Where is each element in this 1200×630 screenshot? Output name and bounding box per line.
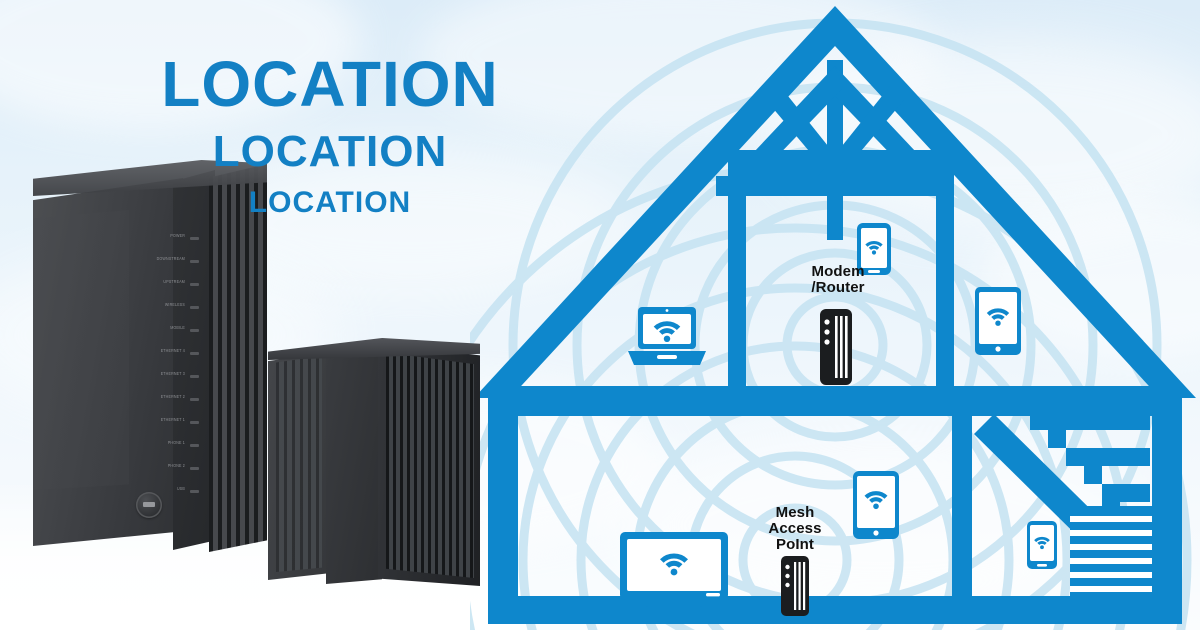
mesh-access-point-label: Mesh Access PoInt [732, 504, 858, 554]
stair-treads [1070, 516, 1152, 592]
led-label: ETHERNET 2 [160, 394, 185, 400]
led-row: UPSTREAM [137, 279, 211, 290]
led-label: PHONE 2 [167, 463, 185, 469]
led-label: ETHERNET 3 [160, 371, 185, 377]
phone-wifi-icon [856, 222, 892, 281]
led-row: WIRELESS [137, 302, 211, 313]
cable-modem-router-photo: POWER DOWNSTREAM UPSTREAM WIRELESS MOBIL… [33, 160, 267, 560]
led-label: PHONE 1 [167, 440, 185, 446]
headline-line-3: LOCATION [248, 186, 412, 219]
led-row: ETHERNET 2 [137, 394, 211, 405]
mesh-label-line-3: PoInt [776, 536, 814, 554]
mesh-access-point-photo [268, 338, 480, 588]
led-row: USB [137, 486, 211, 497]
modem-front-strip [173, 170, 215, 550]
led-label: DOWNSTREAM [156, 256, 185, 262]
led-label: UPSTREAM [163, 279, 185, 285]
led-dot [190, 375, 199, 378]
router-device-icon [818, 308, 854, 391]
led-row: POWER [137, 233, 211, 244]
tablet-wifi-icon [974, 286, 1022, 361]
modem-vent-fins [209, 164, 267, 552]
led-dot [190, 421, 199, 424]
wps-button[interactable] [136, 492, 162, 518]
staircase-icon [974, 414, 1152, 598]
headline-line-2: LOCATION [212, 127, 448, 176]
tv-wifi-icon [618, 530, 730, 615]
led-row: PHONE 2 [137, 463, 211, 474]
mesh-label-line-1: Mesh [775, 504, 815, 521]
headline-block: LOCATION LOCATION LOCATION [0, 52, 660, 218]
modem-router-label-line-2: /Router [811, 279, 865, 297]
phone-wifi-icon [1026, 520, 1058, 575]
led-label: WIRELESS [164, 302, 185, 308]
small-modem-reflection [268, 588, 480, 630]
led-row: PHONE 1 [137, 440, 211, 451]
led-dot [190, 444, 199, 447]
led-label: MOBILE [170, 325, 185, 331]
led-dot [190, 237, 199, 240]
led-dot [190, 467, 199, 470]
led-label: POWER [170, 233, 185, 239]
router-device-icon [780, 555, 810, 622]
led-dot [190, 329, 199, 332]
ap-mid-face [326, 344, 382, 584]
led-row: ETHERNET 4 [137, 348, 211, 359]
led-row: ETHERNET 3 [137, 371, 211, 382]
led-dot [190, 260, 199, 263]
tablet-wifi-icon [852, 470, 900, 545]
led-label: ETHERNET 4 [160, 348, 185, 354]
modem-router-label: Modem /Router [768, 263, 908, 297]
led-row: ETHERNET 1 [137, 417, 211, 428]
big-modem-reflection [33, 560, 265, 630]
led-label: USB [177, 486, 185, 492]
headline-line-1: LOCATION [161, 48, 499, 120]
led-row: DOWNSTREAM [137, 256, 211, 267]
modem-router-label-line-1: Modem [811, 263, 865, 280]
led-row: MOBILE [137, 325, 211, 336]
house-cutaway-diagram: Modem /Router [470, 0, 1200, 630]
led-dot [190, 283, 199, 286]
laptop-wifi-icon [626, 305, 708, 376]
ap-left-vent-fins [276, 356, 322, 572]
led-dot [190, 490, 199, 493]
house-outline [474, 6, 1196, 624]
modem-side-panel [33, 210, 129, 490]
led-dot [190, 398, 199, 401]
led-dot [190, 352, 199, 355]
led-label: ETHERNET 1 [160, 417, 185, 423]
led-dot [190, 306, 199, 309]
ap-right-vent-fins [386, 352, 474, 578]
modem-led-indicator-list: POWER DOWNSTREAM UPSTREAM WIRELESS MOBIL… [137, 233, 211, 493]
mesh-label-line-2: Access [768, 520, 822, 538]
